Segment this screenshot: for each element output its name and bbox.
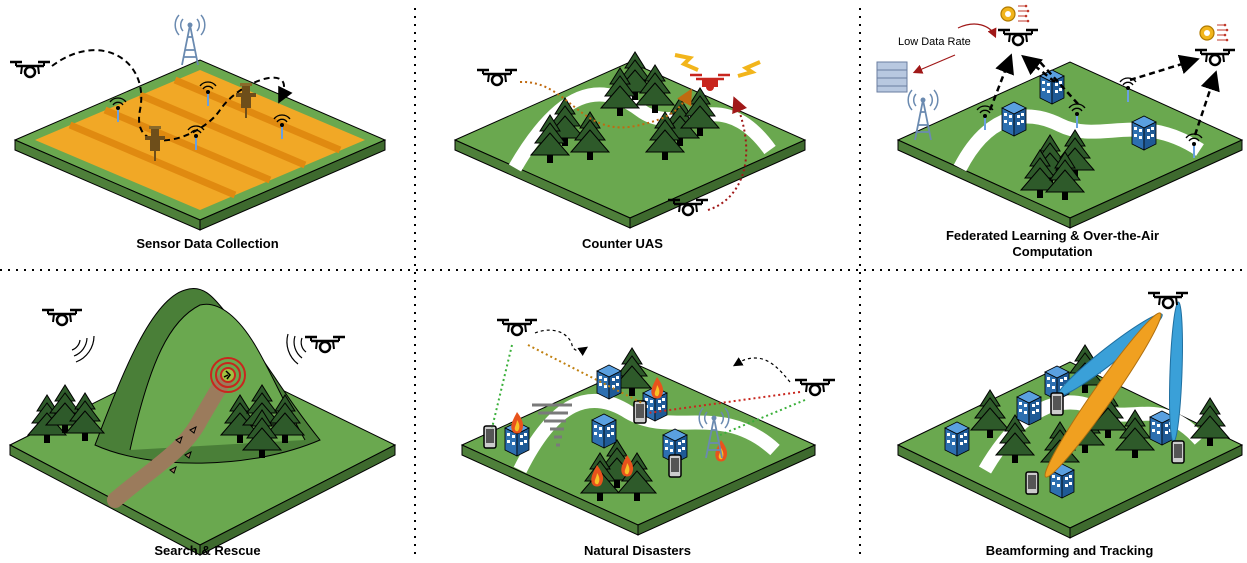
- drone-icon: [793, 378, 837, 397]
- caption-federated-learning: Federated Learning & Over-the-Air Comput…: [845, 228, 1247, 260]
- building-icon: [591, 413, 617, 449]
- building-icon: [1039, 69, 1065, 105]
- building-icon: [944, 421, 970, 457]
- building-icon: [1001, 101, 1027, 137]
- phone-icon: [1050, 392, 1064, 416]
- caption-federated-line2: Computation: [1012, 244, 1093, 259]
- building-icon: [1016, 390, 1042, 426]
- phone-icon: [483, 425, 497, 449]
- panel-natural-disasters: [460, 318, 837, 536]
- caption-search-rescue: Search & Rescue: [154, 543, 261, 558]
- building-icon: [1131, 115, 1157, 151]
- caption-beamforming-tracking: Beamforming and Tracking: [985, 543, 1154, 558]
- panel-search-rescue: [8, 288, 397, 556]
- caption-sensor-data-collection: Sensor Data Collection: [136, 236, 279, 251]
- brain-icon: [1199, 23, 1229, 42]
- drone-icon: [40, 308, 84, 327]
- drone-icon: [475, 68, 519, 87]
- phone-icon: [633, 400, 647, 424]
- server-icon: [876, 61, 908, 93]
- person-icon: [223, 370, 231, 380]
- drone-icon: [303, 335, 347, 354]
- panel-counter-uas: [453, 51, 807, 229]
- phone-icon: [1025, 471, 1039, 495]
- drone-icon: [1146, 291, 1190, 310]
- caption-natural-disasters: Natural Disasters: [584, 543, 691, 558]
- drone-icon: [8, 60, 52, 79]
- fire-icon: [511, 412, 524, 434]
- caption-federated-line1: Federated Learning & Over-the-Air: [945, 228, 1160, 243]
- panel-sensor-data-collection: [8, 14, 387, 231]
- panel-federated-learning: [876, 4, 1244, 229]
- phone-icon: [668, 454, 682, 478]
- antenna-tower-icon: [174, 14, 206, 66]
- drone-icon: [495, 318, 539, 337]
- brain-icon: [1000, 4, 1030, 23]
- low-data-rate-label: Low Data Rate: [898, 36, 971, 48]
- panel-beamforming-tracking: [896, 291, 1244, 539]
- caption-counter-uas: Counter UAS: [582, 236, 663, 251]
- drone-icon: [1193, 48, 1237, 67]
- drone-icon: [996, 28, 1040, 47]
- tornado-icon: [532, 403, 572, 447]
- phone-icon: [1171, 440, 1185, 464]
- drone-icon: [688, 73, 732, 93]
